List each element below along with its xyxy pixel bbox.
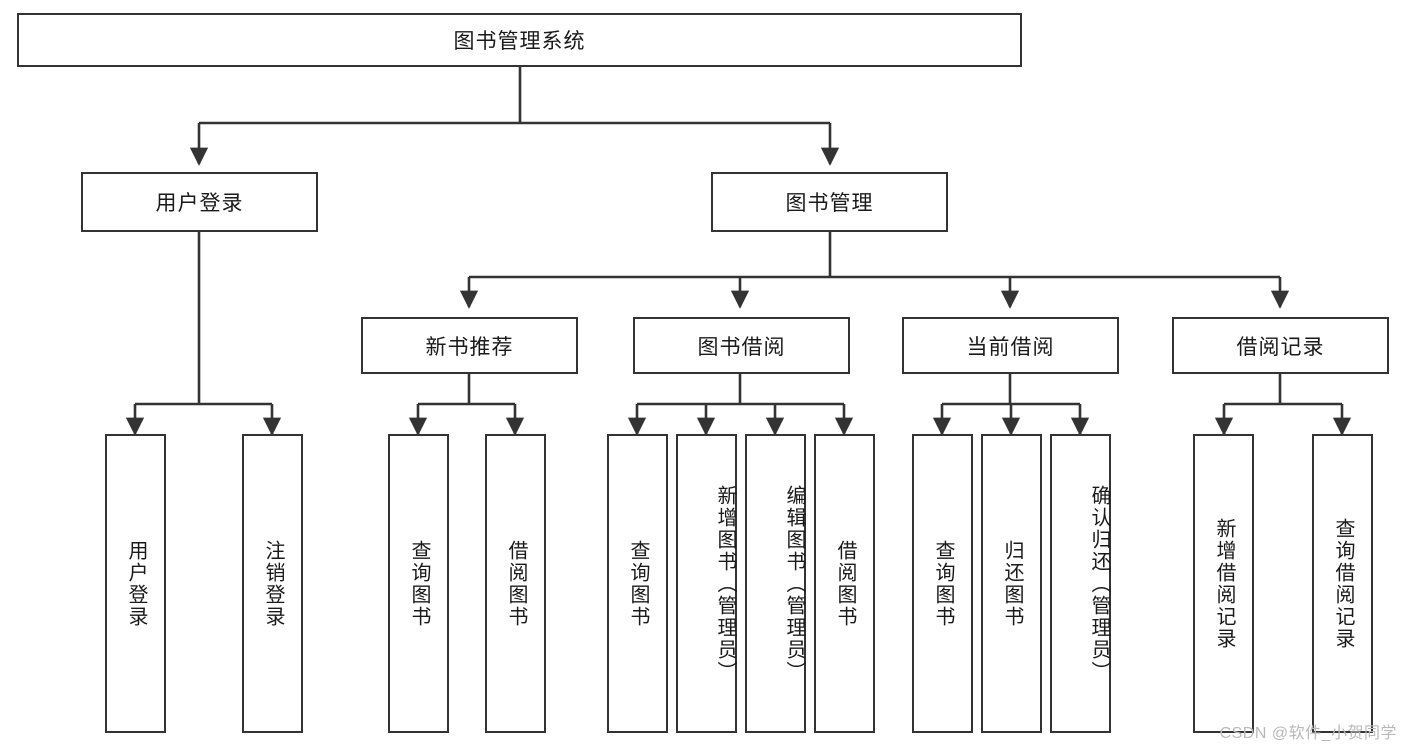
leaf-book-borrow-query-label: 查询图书 — [627, 539, 649, 628]
leaf-new-book-borrow-label: 借阅图书 — [505, 539, 527, 628]
node-book-management[interactable]: 图书管理 — [711, 172, 948, 232]
leaf-borrow-record-add[interactable]: 新增借阅记录 — [1193, 434, 1254, 733]
node-root-label: 图书管理系统 — [453, 30, 586, 53]
leaf-borrow-record-query-label: 查询借阅记录 — [1332, 517, 1354, 650]
node-new-book-recommend-label: 新书推荐 — [425, 335, 514, 359]
leaf-book-borrow-borrow[interactable]: 借阅图书 — [814, 434, 875, 733]
leaf-new-book-query[interactable]: 查询图书 — [388, 434, 449, 733]
node-borrow-record-label: 借阅记录 — [1236, 335, 1325, 359]
leaf-new-book-borrow[interactable]: 借阅图书 — [485, 434, 546, 733]
node-user-login[interactable]: 用户登录 — [81, 172, 318, 232]
leaf-current-borrow-query-label: 查询图书 — [932, 539, 954, 628]
leaf-book-borrow-edit[interactable]: 编辑图书（管理员） — [745, 434, 806, 733]
node-current-borrow-label: 当前借阅 — [966, 335, 1055, 359]
node-borrow-record[interactable]: 借阅记录 — [1172, 317, 1389, 374]
leaf-new-book-query-label: 查询图书 — [408, 539, 430, 628]
leaf-book-borrow-query[interactable]: 查询图书 — [607, 434, 668, 733]
leaf-current-borrow-confirm[interactable]: 确认归还（管理员） — [1050, 434, 1111, 733]
node-book-borrow[interactable]: 图书借阅 — [633, 317, 850, 374]
node-book-borrow-label: 图书借阅 — [697, 335, 786, 359]
leaf-current-borrow-confirm-label: 确认归还（管理员） — [1088, 484, 1110, 683]
leaf-current-borrow-return[interactable]: 归还图书 — [981, 434, 1042, 733]
leaf-book-borrow-add-label: 新增图书（管理员） — [714, 484, 736, 683]
node-new-book-recommend[interactable]: 新书推荐 — [361, 317, 578, 374]
leaf-book-borrow-edit-label: 编辑图书（管理员） — [783, 484, 805, 683]
csdn-watermark: CSDN @软件_小贺同学 — [1219, 725, 1397, 742]
node-book-management-label: 图书管理 — [785, 192, 874, 215]
leaf-user-login-logout[interactable]: 注销登录 — [242, 434, 303, 733]
leaf-user-login-login[interactable]: 用户登录 — [105, 434, 166, 733]
leaf-book-borrow-borrow-label: 借阅图书 — [834, 539, 856, 628]
node-root[interactable]: 图书管理系统 — [17, 13, 1022, 67]
node-user-login-label: 用户登录 — [155, 192, 244, 215]
leaf-user-login-login-label: 用户登录 — [125, 539, 147, 628]
leaf-book-borrow-add[interactable]: 新增图书（管理员） — [676, 434, 737, 733]
leaf-user-login-logout-label: 注销登录 — [262, 539, 284, 628]
node-current-borrow[interactable]: 当前借阅 — [902, 317, 1119, 374]
leaf-borrow-record-add-label: 新增借阅记录 — [1213, 517, 1235, 650]
leaf-current-borrow-return-label: 归还图书 — [1001, 539, 1023, 628]
leaf-current-borrow-query[interactable]: 查询图书 — [912, 434, 973, 733]
leaf-borrow-record-query[interactable]: 查询借阅记录 — [1312, 434, 1373, 733]
